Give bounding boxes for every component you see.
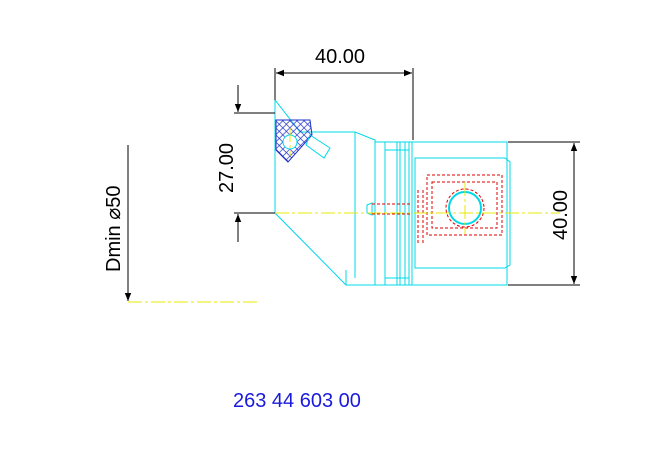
dimension-left-label: 27.00 xyxy=(216,143,238,193)
part-number: 263 44 603 00 xyxy=(233,390,361,412)
dimension-dmin-label: Dmin ⌀50 xyxy=(103,185,125,272)
dimension-right xyxy=(508,141,580,286)
dimension-left xyxy=(234,85,275,242)
dimension-top xyxy=(274,68,414,140)
centerlines xyxy=(128,128,560,303)
hidden-features xyxy=(372,174,503,245)
dimension-right-label: 40.00 xyxy=(550,190,572,240)
dimension-top-label: 40.00 xyxy=(315,46,365,68)
cutting-insert xyxy=(275,119,331,163)
